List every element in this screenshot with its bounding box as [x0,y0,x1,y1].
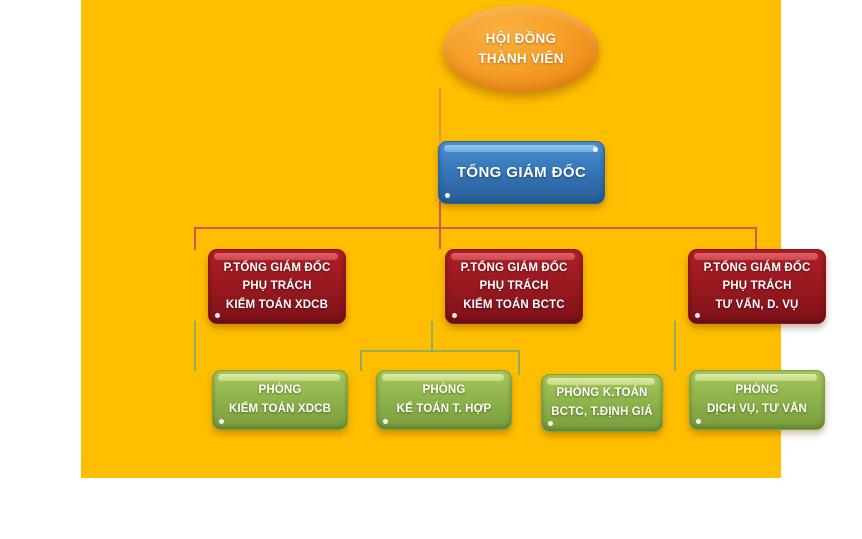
node-corner-dot [695,313,700,318]
deputy2-line-2: PHỤ TRÁCH [722,280,792,293]
connector-deputy1-stem [431,321,433,351]
node-gloss-highlight [214,253,338,260]
node-department-general-accounting[interactable]: PHÒNG KẾ TOÁN T. HỢP [376,370,512,430]
node-board-line-2: THÀNH VIÊN [478,51,564,66]
node-general-director-label: TỔNG GIÁM ĐỐC [457,164,586,181]
node-corner-dot [696,419,701,424]
connector-deputy2-to-dept3 [674,321,676,371]
node-corner-dot [383,419,388,424]
node-corner-dot [548,421,553,426]
node-deputy-director-bctc-label: P.TỔNG GIÁM ĐỐC PHỤ TRÁCH KIỂM TOÁN BCTC [461,259,568,315]
connector-bus-to-deputy-2 [755,227,757,250]
dept0-line-2: KIỂM TOÁN XDCB [228,403,332,415]
node-corner-dot [452,313,457,318]
node-department-audit-xdcb[interactable]: PHÒNG KIỂM TOÁN XDCB [212,370,348,430]
node-deputy-director-bctc[interactable]: P.TỔNG GIÁM ĐỐC PHỤ TRÁCH KIỂM TOÁN BCTC [445,249,583,324]
connector-bus-to-dept1 [360,350,362,371]
dept0-line-1: PHÒNG [258,384,302,397]
node-general-director[interactable]: TỔNG GIÁM ĐỐC [438,141,605,204]
dept3-line-1: PHÒNG [735,384,779,397]
connector-dept-bus [360,350,519,352]
node-corner-dot-top [593,147,598,152]
node-corner-dot [215,313,220,318]
connector-deputy-bus [194,227,756,229]
node-gloss-highlight [451,253,575,260]
node-gloss-highlight [382,374,504,381]
node-gloss-highlight [694,253,818,260]
node-corner-dot [445,193,450,198]
deputy0-line-3: KIỂM TOÁN XDCB [225,298,329,311]
dept1-line-2: KẾ TOÁN T. HỢP [396,403,492,415]
node-department-audit-xdcb-label: PHÒNG KIỂM TOÁN XDCB [229,381,331,418]
node-deputy-director-xdcb[interactable]: P.TỔNG GIÁM ĐỐC PHỤ TRÁCH KIỂM TOÁN XDCB [208,249,346,324]
dept2-line-2: BCTC, T.ĐỊNH GIÁ [551,406,653,418]
node-department-general-accounting-label: PHÒNG KẾ TOÁN T. HỢP [397,381,492,418]
node-gloss-highlight [218,374,340,381]
node-board-line-1: HỘI ĐỒNG [485,31,557,47]
node-gloss-highlight [547,378,655,385]
connector-root-to-ceo [439,88,441,142]
connector-bus-to-deputy-0 [194,227,196,250]
dept1-line-1: PHÒNG [422,384,466,397]
deputy0-line-1: P.TỔNG GIÁM ĐỐC [223,261,331,274]
deputy1-line-2: PHỤ TRÁCH [479,280,549,293]
deputy0-line-2: PHỤ TRÁCH [242,280,312,293]
node-gloss-highlight [444,145,597,152]
deputy1-line-1: P.TỔNG GIÁM ĐỐC [460,261,568,274]
node-department-service-consulting[interactable]: PHÒNG DỊCH VỤ, TƯ VẤN [689,370,825,430]
node-department-bctc-valuation[interactable]: PHÒNG K.TOÁN BCTC, T.ĐỊNH GIÁ [541,374,663,432]
connector-deputy0-to-dept0 [194,321,196,371]
node-board-of-members-label: HỘI ĐỒNG THÀNH VIÊN [478,29,564,68]
dept3-line-2: DỊCH VỤ, TƯ VẤN [707,403,807,415]
dept2-line-1: PHÒNG K.TOÁN [556,387,648,400]
node-ceo-line-1: TỔNG GIÁM ĐỐC [456,164,587,181]
deputy2-line-3: TƯ VẤN, D. VỤ [715,298,799,311]
node-gloss-highlight [695,374,817,381]
connector-bus-to-dept2 [518,350,520,375]
node-corner-dot [219,419,224,424]
deputy2-line-1: P.TỔNG GIÁM ĐỐC [703,261,811,274]
node-deputy-director-xdcb-label: P.TỔNG GIÁM ĐỐC PHỤ TRÁCH KIỂM TOÁN XDCB [224,259,331,315]
node-department-service-consulting-label: PHÒNG DỊCH VỤ, TƯ VẤN [707,381,807,418]
node-deputy-director-consulting[interactable]: P.TỔNG GIÁM ĐỐC PHỤ TRÁCH TƯ VẤN, D. VỤ [688,249,826,324]
node-department-bctc-valuation-label: PHÒNG K.TOÁN BCTC, T.ĐỊNH GIÁ [551,384,652,421]
deputy1-line-3: KIỂM TOÁN BCTC [463,298,565,311]
node-deputy-director-consulting-label: P.TỔNG GIÁM ĐỐC PHỤ TRÁCH TƯ VẤN, D. VỤ [704,259,811,315]
connector-ceo-stem [439,201,441,249]
node-board-of-members[interactable]: HỘI ĐỒNG THÀNH VIÊN [443,5,599,93]
chart-background-panel: HỘI ĐỒNG THÀNH VIÊN TỔNG GIÁM ĐỐC P.TỔNG… [81,0,826,478]
